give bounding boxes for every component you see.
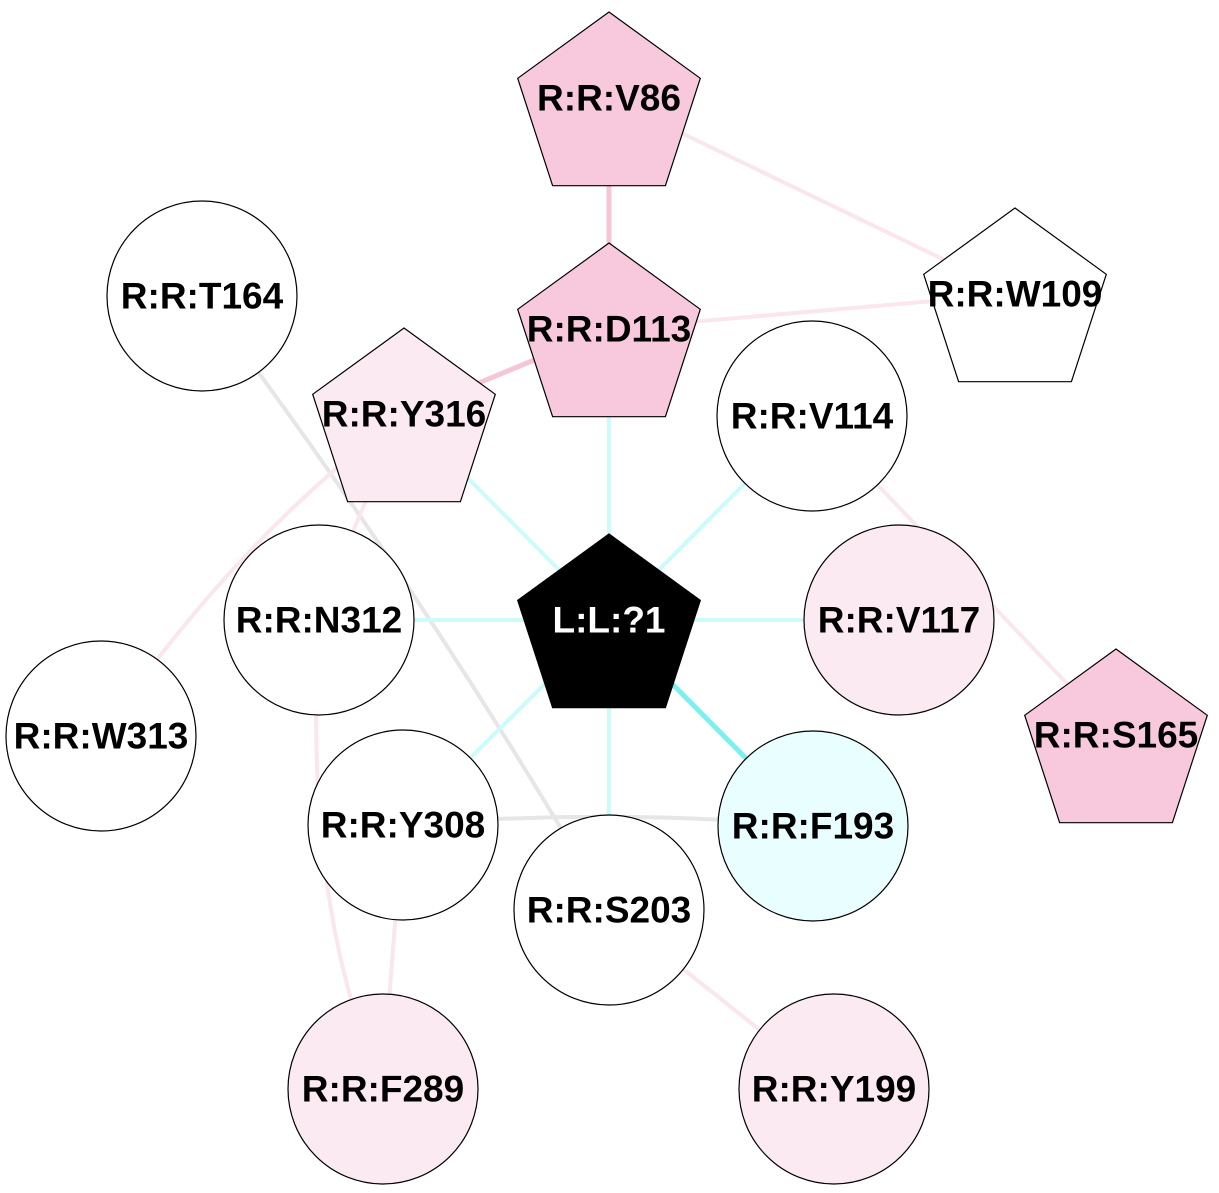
node-f193[interactable]: R:R:F193 xyxy=(717,730,909,922)
node-circle xyxy=(5,640,197,832)
node-pentagon xyxy=(922,207,1108,383)
node-circle xyxy=(287,993,479,1185)
node-label: R:R:D113 xyxy=(527,309,692,350)
node-y199[interactable]: R:R:Y199 xyxy=(738,993,930,1185)
node-label: R:R:S203 xyxy=(527,890,692,931)
node-y316[interactable]: R:R:Y316 xyxy=(311,327,497,503)
node-pentagon xyxy=(311,327,497,503)
node-label: R:R:Y199 xyxy=(752,1069,917,1110)
node-v114[interactable]: R:R:V114 xyxy=(716,320,908,512)
node-circle xyxy=(106,200,298,392)
node-w109[interactable]: R:R:W109 xyxy=(922,207,1108,383)
node-label: L:L:?1 xyxy=(552,600,665,641)
node-label: R:R:Y308 xyxy=(321,805,486,846)
edge-t164-s203 xyxy=(200,294,611,912)
node-pentagon xyxy=(516,242,702,418)
node-t164[interactable]: R:R:T164 xyxy=(106,200,298,392)
node-pentagon xyxy=(516,11,702,187)
node-y308[interactable]: R:R:Y308 xyxy=(307,729,499,921)
node-circle xyxy=(513,814,705,1006)
node-s203[interactable]: R:R:S203 xyxy=(513,814,705,1006)
node-v86[interactable]: R:R:V86 xyxy=(516,11,702,187)
node-circle xyxy=(738,993,930,1185)
node-label: R:R:T164 xyxy=(121,276,284,317)
node-s165[interactable]: R:R:S165 xyxy=(1023,648,1209,824)
node-d113[interactable]: R:R:D113 xyxy=(516,242,702,418)
node-circle xyxy=(717,730,909,922)
node-pentagon xyxy=(1023,648,1209,824)
node-l1[interactable]: L:L:?1 xyxy=(516,533,702,709)
node-v117[interactable]: R:R:V117 xyxy=(803,524,995,716)
node-label: R:R:F193 xyxy=(732,806,894,847)
node-label: R:R:F289 xyxy=(302,1069,464,1110)
node-label: R:R:Y316 xyxy=(322,394,487,435)
node-label: R:R:N312 xyxy=(236,600,403,641)
node-label: R:R:V117 xyxy=(818,600,980,641)
node-n312[interactable]: R:R:N312 xyxy=(223,524,415,716)
node-label: R:R:W313 xyxy=(14,716,189,757)
node-label: R:R:V114 xyxy=(731,396,894,437)
node-label: R:R:S165 xyxy=(1034,715,1199,756)
node-circle xyxy=(803,524,995,716)
node-label: R:R:W109 xyxy=(928,274,1103,315)
node-circle xyxy=(307,729,499,921)
node-circle xyxy=(223,524,415,716)
node-circle xyxy=(716,320,908,512)
node-f289[interactable]: R:R:F289 xyxy=(287,993,479,1185)
node-w313[interactable]: R:R:W313 xyxy=(5,640,197,832)
node-pentagon xyxy=(516,533,702,709)
node-label: R:R:V86 xyxy=(537,78,681,119)
